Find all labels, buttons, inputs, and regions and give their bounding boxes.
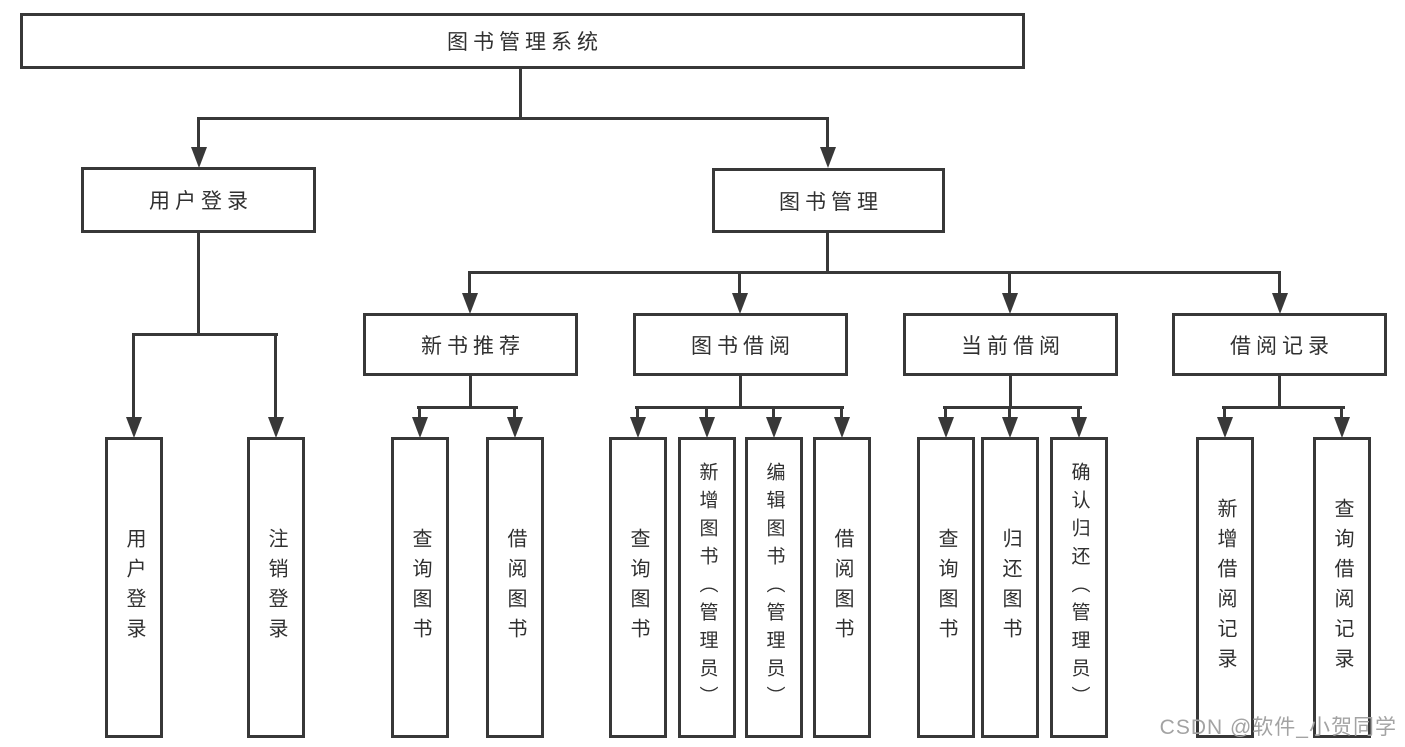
connector-g4-stem	[1278, 375, 1281, 409]
arrowhead-icon	[126, 417, 142, 438]
connector-g2-drop-1	[636, 406, 639, 420]
leaf-bb-add-books-admin-label: 新增图书（管理员）	[696, 461, 718, 714]
connector-g3-drop-3	[1077, 406, 1080, 420]
arrowhead-icon	[938, 417, 954, 438]
connector-g2-drop-4	[840, 406, 843, 420]
node-book-mgmt-label: 图书管理	[779, 190, 883, 214]
node-current-borrow-label: 当前借阅	[961, 334, 1065, 358]
leaf-br-add-record-label: 新增借阅记录	[1214, 497, 1236, 678]
connector-g3-drop-1	[944, 406, 947, 420]
connector-g2-stem	[739, 375, 742, 409]
node-user-login: 用户登录	[81, 167, 316, 233]
connector-userlogin-drop-2	[274, 333, 277, 421]
leaf-nbr-borrow-books: 借阅图书	[486, 437, 544, 738]
leaf-cb-query-books-label: 查询图书	[935, 527, 957, 648]
connector-l3-drop-1	[468, 271, 471, 297]
csdn-watermark: CSDN @软件_小贺同学	[1159, 716, 1397, 739]
connector-g4-bar	[1222, 406, 1345, 409]
leaf-cb-return-books-label: 归还图书	[999, 527, 1021, 648]
leaf-logout: 注销登录	[247, 437, 305, 738]
arrowhead-icon	[268, 417, 284, 438]
arrowhead-icon	[732, 293, 748, 314]
arrowhead-icon	[191, 147, 207, 168]
node-book-borrow: 图书借阅	[633, 313, 848, 376]
leaf-bb-borrow-books: 借阅图书	[813, 437, 871, 738]
arrowhead-icon	[507, 417, 523, 438]
arrowhead-icon	[1217, 417, 1233, 438]
node-root-label: 图书管理系统	[447, 31, 603, 54]
connector-g2-drop-3	[772, 406, 775, 420]
leaf-bb-query-books-label: 查询图书	[627, 527, 649, 648]
leaf-nbr-query-books-label: 查询图书	[409, 527, 431, 648]
leaf-logout-label: 注销登录	[265, 527, 287, 648]
arrowhead-icon	[820, 147, 836, 168]
leaf-nbr-query-books: 查询图书	[391, 437, 449, 738]
leaf-cb-return-books: 归还图书	[981, 437, 1039, 738]
arrowhead-icon	[1002, 293, 1018, 314]
connector-g1-drop-2	[513, 406, 516, 420]
node-new-book-rec: 新书推荐	[363, 313, 578, 376]
connector-l2-drop-right	[826, 117, 829, 150]
connector-bookmgmt-stem	[826, 232, 829, 273]
arrowhead-icon	[699, 417, 715, 438]
connector-l2-bar	[197, 117, 829, 120]
arrowhead-icon	[412, 417, 428, 438]
arrowhead-icon	[1071, 417, 1087, 438]
leaf-user-login-label: 用户登录	[123, 527, 145, 648]
node-borrow-records-label: 借阅记录	[1230, 334, 1334, 358]
node-current-borrow: 当前借阅	[903, 313, 1118, 376]
node-user-login-label: 用户登录	[149, 190, 253, 213]
arrowhead-icon	[1272, 293, 1288, 314]
leaf-br-query-record-label: 查询借阅记录	[1331, 497, 1353, 678]
connector-userlogin-bar	[132, 333, 278, 336]
connector-userlogin-drop-1	[132, 333, 135, 421]
connector-g4-drop-2	[1340, 406, 1343, 420]
connector-g1-drop-1	[418, 406, 421, 420]
connector-userlogin-stem	[197, 232, 200, 335]
connector-g1-stem	[469, 375, 472, 409]
connector-g2-bar	[635, 406, 844, 409]
connector-g3-bar	[943, 406, 1082, 409]
arrowhead-icon	[1002, 417, 1018, 438]
connector-g1-bar	[417, 406, 518, 409]
leaf-bb-query-books: 查询图书	[609, 437, 667, 738]
leaf-nbr-borrow-books-label: 借阅图书	[504, 527, 526, 648]
leaf-cb-confirm-return-admin: 确认归还（管理员）	[1050, 437, 1108, 738]
connector-l3-drop-2	[738, 271, 741, 297]
leaf-user-login: 用户登录	[105, 437, 163, 738]
connector-root-stem	[519, 68, 522, 119]
node-root: 图书管理系统	[20, 13, 1025, 69]
node-new-book-rec-label: 新书推荐	[421, 334, 525, 358]
arrowhead-icon	[1334, 417, 1350, 438]
connector-g2-drop-2	[705, 406, 708, 420]
node-book-borrow-label: 图书借阅	[691, 334, 795, 358]
arrowhead-icon	[462, 293, 478, 314]
arrowhead-icon	[766, 417, 782, 438]
arrowhead-icon	[834, 417, 850, 438]
leaf-cb-query-books: 查询图书	[917, 437, 975, 738]
leaf-br-query-record: 查询借阅记录	[1313, 437, 1371, 738]
leaf-bb-add-books-admin: 新增图书（管理员）	[678, 437, 736, 738]
leaf-cb-confirm-return-admin-label: 确认归还（管理员）	[1068, 461, 1090, 714]
leaf-bb-borrow-books-label: 借阅图书	[831, 527, 853, 648]
leaf-bb-edit-books-admin: 编辑图书（管理员）	[745, 437, 803, 738]
arrowhead-icon	[630, 417, 646, 438]
connector-l3-drop-4	[1278, 271, 1281, 297]
connector-l3-drop-3	[1008, 271, 1011, 297]
leaf-bb-edit-books-admin-label: 编辑图书（管理员）	[763, 461, 785, 714]
connector-l3-bar	[468, 271, 1281, 274]
connector-g4-drop-1	[1223, 406, 1226, 420]
node-book-mgmt: 图书管理	[712, 168, 945, 233]
node-borrow-records: 借阅记录	[1172, 313, 1387, 376]
connector-g3-drop-2	[1008, 406, 1011, 420]
connector-l2-drop-left	[197, 117, 200, 150]
connector-g3-stem	[1009, 375, 1012, 409]
leaf-br-add-record: 新增借阅记录	[1196, 437, 1254, 738]
